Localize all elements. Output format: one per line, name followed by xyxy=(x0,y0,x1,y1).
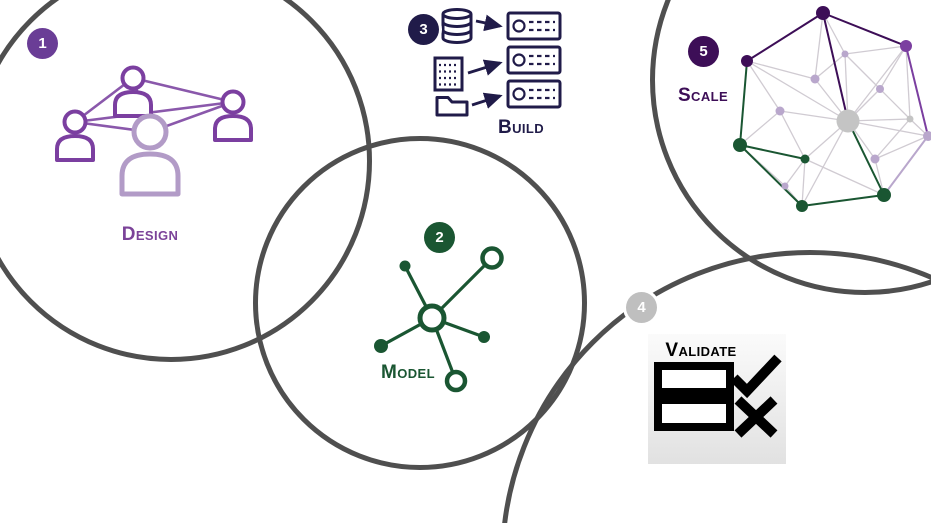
step-2-number: 2 xyxy=(435,229,444,246)
step-5-badge: 5 xyxy=(688,36,719,67)
large-person-icon xyxy=(119,113,181,197)
folder-icon xyxy=(435,96,469,117)
model-filled-node xyxy=(399,260,411,272)
document-icon xyxy=(433,56,464,92)
checkbox-pass xyxy=(654,362,734,396)
model-step-circle xyxy=(253,136,587,470)
database-cylinder-icon xyxy=(441,8,473,44)
validate-checklist-icon xyxy=(654,354,782,438)
step-5-number: 5 xyxy=(699,43,708,60)
build-data-pipeline-icon xyxy=(433,8,562,117)
step-2-badge: 2 xyxy=(424,222,455,253)
step-3-badge: 3 xyxy=(408,14,439,45)
model-label: Model xyxy=(381,362,435,383)
step-1-badge: 1 xyxy=(27,28,58,59)
model-filled-node xyxy=(478,331,490,343)
step-4-badge: 4 xyxy=(626,292,657,323)
check-icon xyxy=(730,354,782,399)
design-label: Design xyxy=(121,224,179,245)
step-1-number: 1 xyxy=(38,35,47,52)
mesh-nodes xyxy=(733,6,931,212)
model-open-node xyxy=(444,369,468,393)
model-filled-node xyxy=(374,339,388,353)
step-3-number: 3 xyxy=(419,21,428,38)
model-hub-node xyxy=(417,303,447,333)
design-people-network-icon xyxy=(55,65,253,197)
scale-label: Scale xyxy=(677,85,729,106)
scale-mesh-network-icon xyxy=(733,6,931,212)
small-person-icons xyxy=(55,65,253,162)
pipeline-arrows xyxy=(467,14,503,109)
mesh-gray-edges xyxy=(739,12,929,207)
mesh-colored-edges xyxy=(739,12,929,207)
checkbox-fail xyxy=(654,396,734,431)
cross-icon xyxy=(734,396,778,438)
model-open-node xyxy=(480,246,504,270)
server-stack-icon xyxy=(506,11,562,109)
build-label: Build xyxy=(497,117,545,138)
model-hub-spoke-icon xyxy=(374,246,504,393)
validate-label: Validate xyxy=(665,340,737,361)
step-4-number: 4 xyxy=(637,299,646,316)
